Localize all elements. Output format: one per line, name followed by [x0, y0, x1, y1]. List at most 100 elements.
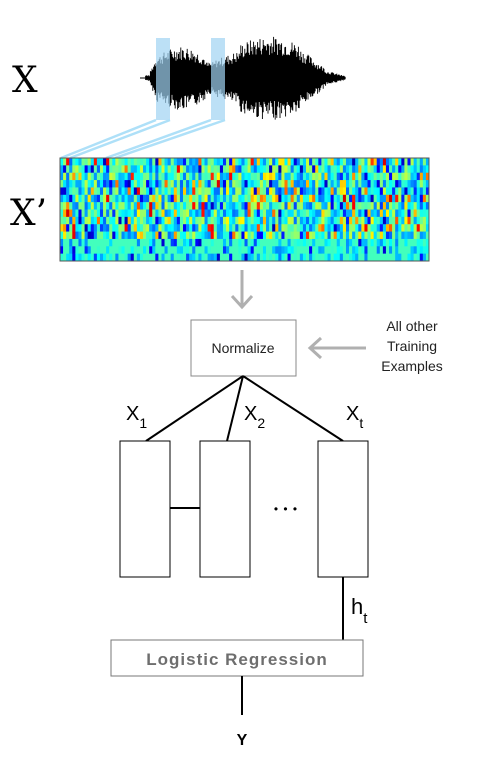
spectrogram-cell	[235, 187, 239, 196]
spectrogram-cell	[373, 202, 378, 210]
spectrogram-cell	[103, 187, 107, 196]
spectrogram-cell	[192, 180, 196, 188]
spectrogram-cell	[336, 224, 341, 232]
spectrogram-cell	[155, 238, 159, 247]
spectrogram-cell	[425, 238, 430, 247]
spectrogram-cell	[164, 231, 168, 240]
spectrogram-cell	[210, 253, 215, 262]
spectrogram-cell	[139, 194, 144, 203]
spectrogram-cell	[373, 209, 378, 218]
spectrogram-cell	[345, 209, 350, 218]
spectrogram-cell	[259, 216, 264, 225]
spectrogram-cell	[373, 172, 378, 181]
spectrogram-cell	[158, 172, 162, 181]
spectrogram-cell	[382, 246, 387, 254]
spectrogram-cell	[170, 202, 175, 210]
spectrogram-cell	[382, 180, 387, 188]
spectrogram-cell	[133, 238, 138, 247]
spectrogram-cell	[115, 165, 119, 174]
spectrogram-cell	[324, 209, 328, 218]
spectrogram-cell	[99, 202, 104, 210]
spectrogram-cell	[75, 187, 79, 196]
spectrogram-cell	[213, 158, 218, 166]
normalize-box	[190, 319, 297, 377]
spectrogram-cell	[330, 202, 334, 210]
spectrogram-cell	[63, 172, 67, 181]
spectrogram-cell	[352, 216, 356, 225]
spectrogram-cell	[382, 194, 387, 203]
spectrogram-cell	[235, 180, 239, 188]
spectrogram-cell	[96, 224, 101, 232]
spectrogram-cell	[318, 253, 322, 262]
spectrogram-cell	[339, 246, 344, 254]
spectrogram-cell	[133, 246, 138, 254]
spectrogram-cell	[133, 216, 138, 225]
spectrogram-cell	[229, 238, 233, 247]
spectrogram-cell	[136, 253, 141, 262]
spectrogram-cell	[195, 194, 199, 203]
spectrogram-cell	[342, 158, 347, 166]
spectrogram-cell	[63, 158, 67, 166]
x1-base: X	[126, 403, 139, 425]
spectrogram-cell	[370, 158, 374, 166]
other-examples-line-1: All other	[386, 318, 438, 334]
spectrogram-cell	[139, 253, 144, 262]
spectrogram-cell	[152, 180, 156, 188]
spectrogram-cell	[395, 231, 399, 240]
spectrogram-cell	[81, 231, 85, 240]
spectrogram-cell	[361, 253, 365, 262]
spectrogram-cell	[247, 194, 251, 203]
spectrogram-cell	[87, 158, 92, 166]
spectrogram-cell	[124, 216, 128, 225]
spectrogram-cell	[361, 165, 365, 174]
spectrogram-cell	[379, 158, 384, 166]
spectrogram-cell	[312, 238, 316, 247]
spectrogram-cell	[275, 238, 279, 247]
spectrogram-cell	[238, 187, 242, 196]
spectrogram-cell	[106, 158, 110, 166]
spectrogram-cell	[176, 158, 181, 166]
spectrogram-cell	[173, 209, 178, 218]
spectrogram-cell	[63, 194, 67, 203]
spectrogram-cell	[198, 172, 202, 181]
spectrogram-cell	[186, 209, 190, 218]
spectrogram-cell	[60, 158, 64, 166]
spectrogram-cell	[382, 172, 387, 181]
spectrogram-cell	[149, 238, 153, 247]
spectrogram-cell	[269, 158, 273, 166]
spectrogram-cell	[130, 202, 135, 210]
spectrogram-cell	[281, 209, 285, 218]
spectrogram-cell	[373, 216, 378, 225]
spectrogram-cell	[425, 231, 430, 240]
spectrogram-cell	[183, 187, 187, 196]
spectrogram-cell	[81, 238, 85, 247]
spectrogram-cell	[96, 238, 101, 247]
spectrogram-cell	[290, 202, 295, 210]
spectrogram-cell	[247, 246, 251, 254]
spectrogram-cell	[419, 216, 424, 225]
spectrogram-cell	[149, 187, 153, 196]
spectrogram-cell	[103, 209, 107, 218]
spectrogram-cell	[121, 194, 125, 203]
spectrogram-cell	[118, 209, 122, 218]
spectrogram-cell	[84, 194, 88, 203]
spectrogram-cell	[345, 216, 350, 225]
spectrogram-cell	[284, 165, 288, 174]
spectrogram-cell	[416, 172, 421, 181]
spectrogram-cell	[99, 224, 104, 232]
spectrogram-cell	[183, 158, 187, 166]
spectrogram-cell	[312, 158, 316, 166]
spectrogram-cell	[345, 202, 350, 210]
spectrogram-cell	[127, 253, 132, 262]
spectrogram-cell	[219, 180, 224, 188]
spectrogram-cell	[272, 216, 276, 225]
spectrogram-cell	[238, 202, 242, 210]
spectrogram-cell	[186, 165, 190, 174]
spectrogram-cell	[290, 224, 295, 232]
spectrogram-cell	[321, 253, 325, 262]
spectrogram-cell	[219, 209, 224, 218]
spectrogram-cell	[244, 246, 248, 254]
spectrogram-cell	[275, 216, 279, 225]
spectrogram-cell	[238, 246, 242, 254]
spectrogram-cell	[302, 224, 307, 232]
